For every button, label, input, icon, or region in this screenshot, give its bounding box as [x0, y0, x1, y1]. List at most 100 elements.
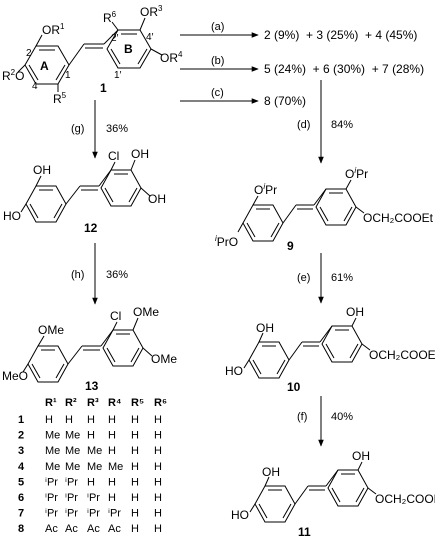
reaction-c-label: (c) [211, 87, 224, 99]
table-cell: H [131, 523, 139, 535]
reaction-g-label: (g) [71, 123, 84, 135]
c12-oh-a: OH [33, 163, 51, 177]
c9-side-chain: OCH₂COOEt [363, 211, 434, 225]
table-cell: ⁱPr [65, 508, 78, 520]
table-row-compound-number: 2 [18, 430, 24, 442]
c9-o-ipr-right: OiPr [345, 166, 368, 181]
c9-ipr-o: iPrO [215, 234, 238, 249]
table-cell: H [45, 414, 53, 426]
table-cell: ⁱPr [65, 476, 78, 488]
pos-2: 2 [26, 48, 32, 59]
table-cell: ⁱPr [87, 492, 100, 504]
compound-13-number: 13 [85, 379, 99, 393]
c11-oh-a: OH [262, 465, 280, 479]
table-cell: H [131, 476, 139, 488]
table-cell: Ac [87, 523, 100, 535]
table-row-compound-number: 7 [18, 508, 24, 520]
table-cell: Me [45, 461, 60, 473]
c10-ho: HO [225, 364, 243, 378]
table-cell: H [108, 476, 116, 488]
table-cell: Me [65, 445, 80, 457]
table-header-cell: R⁶ [154, 397, 167, 409]
table-cell: H [131, 414, 139, 426]
reaction-f-yield: 40% [331, 411, 353, 423]
table-cell: ⁱPr [45, 492, 58, 504]
c1-or3: OR3 [140, 4, 163, 19]
table-cell: ⁱPr [87, 508, 100, 520]
table-row-compound-number: 6 [18, 492, 24, 504]
reaction-h-yield: 36% [106, 269, 128, 281]
c13-ome-b: OMe [133, 305, 159, 319]
pos-4prime: 4′ [146, 32, 154, 43]
c1-or1: OR1 [42, 22, 65, 37]
table-header-cell: R³ [87, 397, 99, 409]
table-header-cell: R¹ [45, 397, 57, 409]
reaction-d-yield: 84% [331, 119, 353, 131]
pos-2prime: 2′ [111, 33, 119, 44]
table-cell: H [154, 476, 162, 488]
c10-oh-a: OH [256, 321, 274, 335]
table-cell: H [154, 445, 162, 457]
reaction-c-products: 8 (70%) [264, 94, 306, 108]
table-cell: H [154, 430, 162, 442]
table-cell: H [131, 445, 139, 457]
table-cell: H [108, 445, 116, 457]
reaction-h-label: (h) [71, 269, 84, 281]
table-cell: Me [87, 461, 102, 473]
table-cell: H [154, 492, 162, 504]
reaction-a-label: (a) [211, 21, 224, 33]
c12-oh-c: OH [148, 192, 166, 206]
table-cell: Me [65, 461, 80, 473]
compound-1-structure [17, 17, 163, 92]
table-cell: H [65, 414, 73, 426]
table-row-compound-number: 3 [18, 445, 24, 457]
table-cell: ⁱPr [108, 508, 121, 520]
compound-1-number: 1 [100, 81, 107, 95]
table-cell: H [154, 414, 162, 426]
compound-9-number: 9 [287, 239, 294, 253]
table-cell: H [108, 430, 116, 442]
reaction-f-label: (f) [297, 411, 307, 423]
c13-ome-a: OMe [38, 323, 64, 337]
table-header-cell: R² [65, 397, 77, 409]
c11-side-chain: OCH₂COOH [375, 492, 435, 506]
table-header-cell: R⁴ [108, 397, 121, 409]
compound-12-number: 12 [84, 221, 98, 235]
table-cell: Me [45, 445, 60, 457]
table-cell: H [131, 430, 139, 442]
ring-a-label: A [40, 59, 49, 73]
table-cell: Me [108, 461, 123, 473]
c12-oh-b: OH [131, 147, 149, 161]
table-cell: H [154, 461, 162, 473]
table-cell: Me [65, 430, 80, 442]
ring-b-label: B [124, 42, 133, 56]
compound-10-structure [243, 317, 371, 379]
reaction-b-label: (b) [211, 55, 224, 67]
c1-r6: R6 [103, 10, 117, 25]
table-cell: H [87, 430, 95, 442]
table-cell: ⁱPr [45, 508, 58, 520]
table-cell: H [108, 492, 116, 504]
reaction-a-products: 2 (9%) + 3 (25%) + 4 (45%) [264, 28, 417, 42]
table-row-compound-number: 1 [18, 414, 24, 426]
table-cell: Ac [45, 523, 58, 535]
compound-11-structure [249, 461, 377, 523]
compound-10-number: 10 [287, 380, 301, 394]
table-cell: ⁱPr [45, 476, 58, 488]
table-cell: H [87, 414, 95, 426]
table-cell: H [131, 508, 139, 520]
compound-11-number: 11 [298, 525, 311, 539]
table-row-compound-number: 5 [18, 476, 24, 488]
table-cell: H [108, 414, 116, 426]
reaction-e-yield: 61% [331, 272, 353, 284]
c9-o-ipr-top: OiPr [254, 182, 277, 197]
c11-ho: HO [231, 508, 249, 522]
table-cell: ⁱPr [65, 492, 78, 504]
table-cell: Me [45, 430, 60, 442]
c13-cl: Cl [110, 309, 121, 323]
table-cell: Ac [108, 523, 121, 535]
reaction-e-label: (e) [297, 272, 310, 284]
table-cell: Ac [65, 523, 78, 535]
